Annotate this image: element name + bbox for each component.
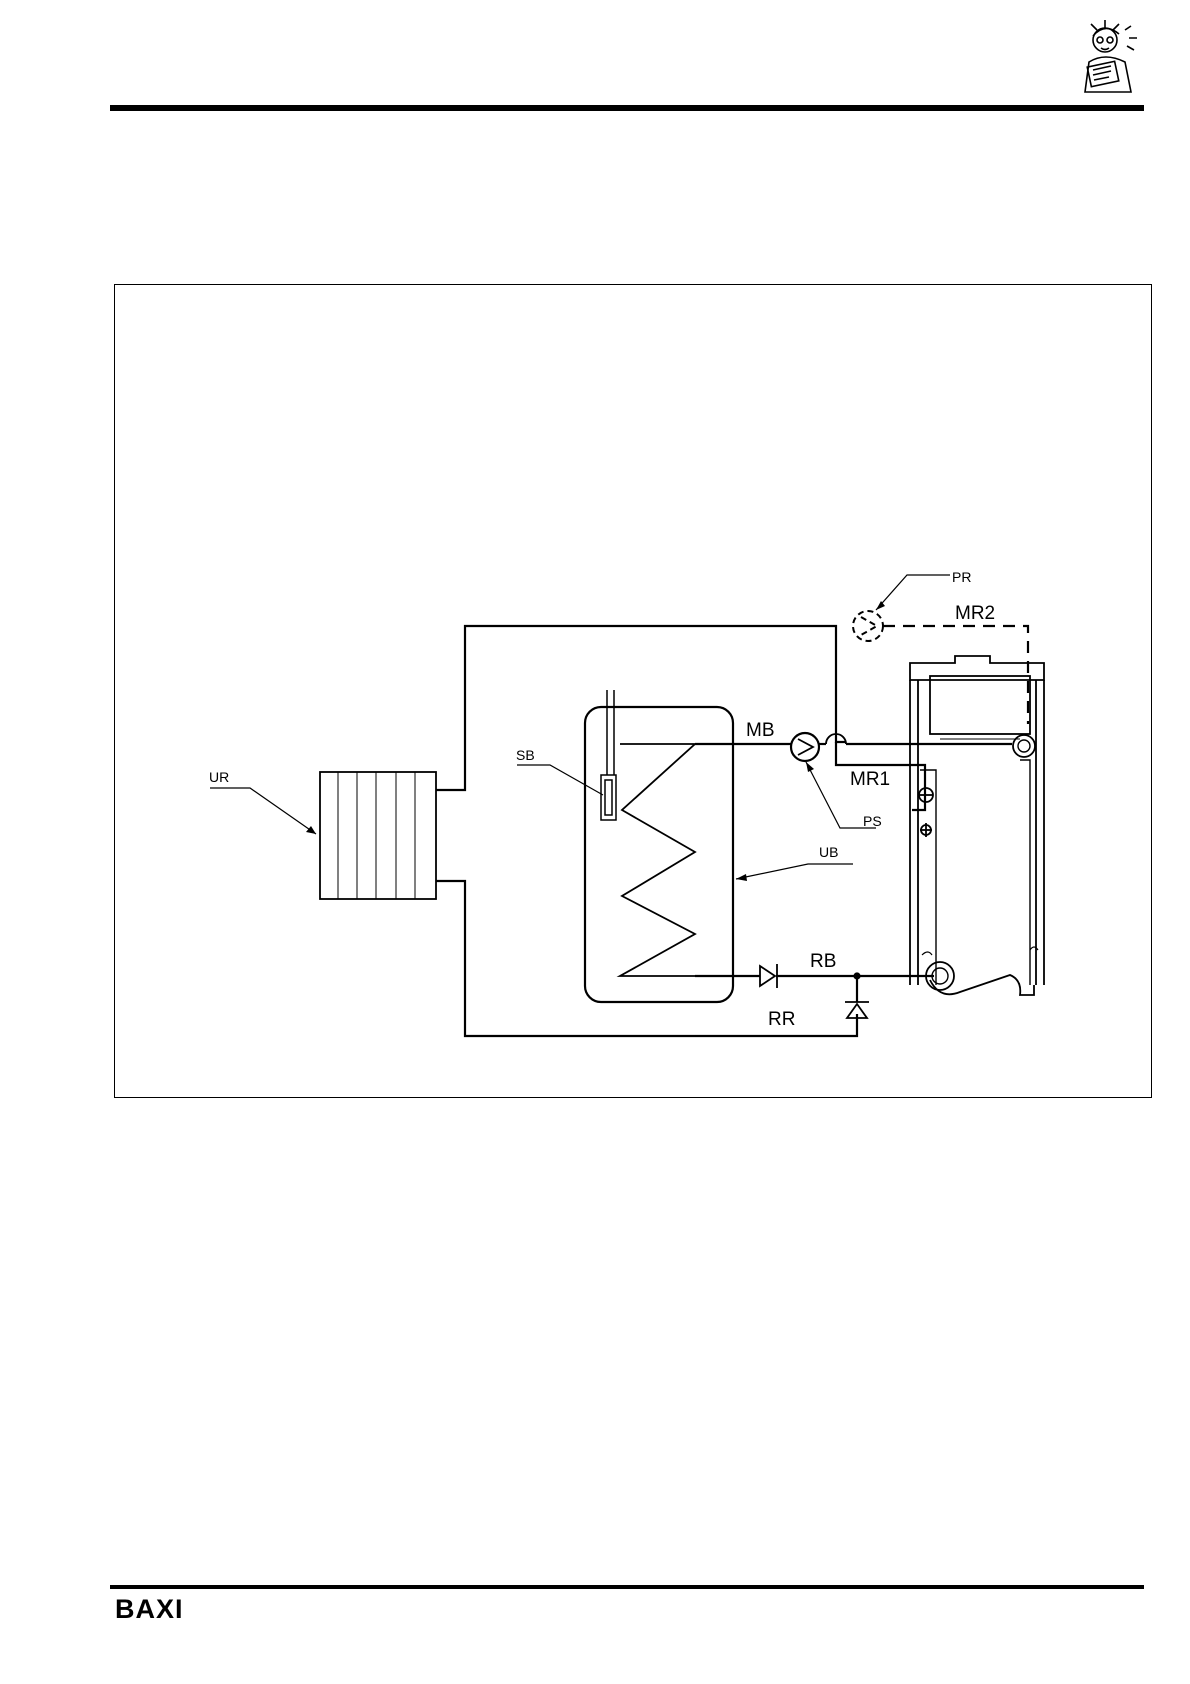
label-ur: UR: [209, 769, 229, 785]
leader-ur: [210, 788, 316, 834]
leader-pr: [876, 575, 950, 610]
label-ub: UB: [819, 844, 838, 860]
label-mr2: MR2: [955, 603, 995, 624]
leader-ub: [736, 864, 853, 879]
label-mb: MB: [746, 720, 775, 741]
check-valve-rb: [760, 964, 777, 988]
leader-sb: [517, 765, 603, 795]
brand-logo: BAXI: [115, 1594, 184, 1625]
label-sb: SB: [516, 747, 535, 763]
dashed-pipe-mr2: [883, 626, 1028, 724]
radiator: [320, 772, 436, 899]
tank-coil: [620, 744, 695, 976]
label-rb: RB: [810, 951, 836, 972]
boiler: [910, 656, 1044, 995]
footer-rule: [110, 1585, 1144, 1589]
heating-pump-pr: [853, 611, 883, 641]
tank-sensor: [601, 690, 616, 820]
label-rr: RR: [768, 1009, 795, 1030]
label-pr: PR: [952, 569, 971, 585]
tank-pump: [791, 733, 819, 761]
label-mr1: MR1: [850, 769, 890, 790]
label-ps: PS: [863, 813, 882, 829]
